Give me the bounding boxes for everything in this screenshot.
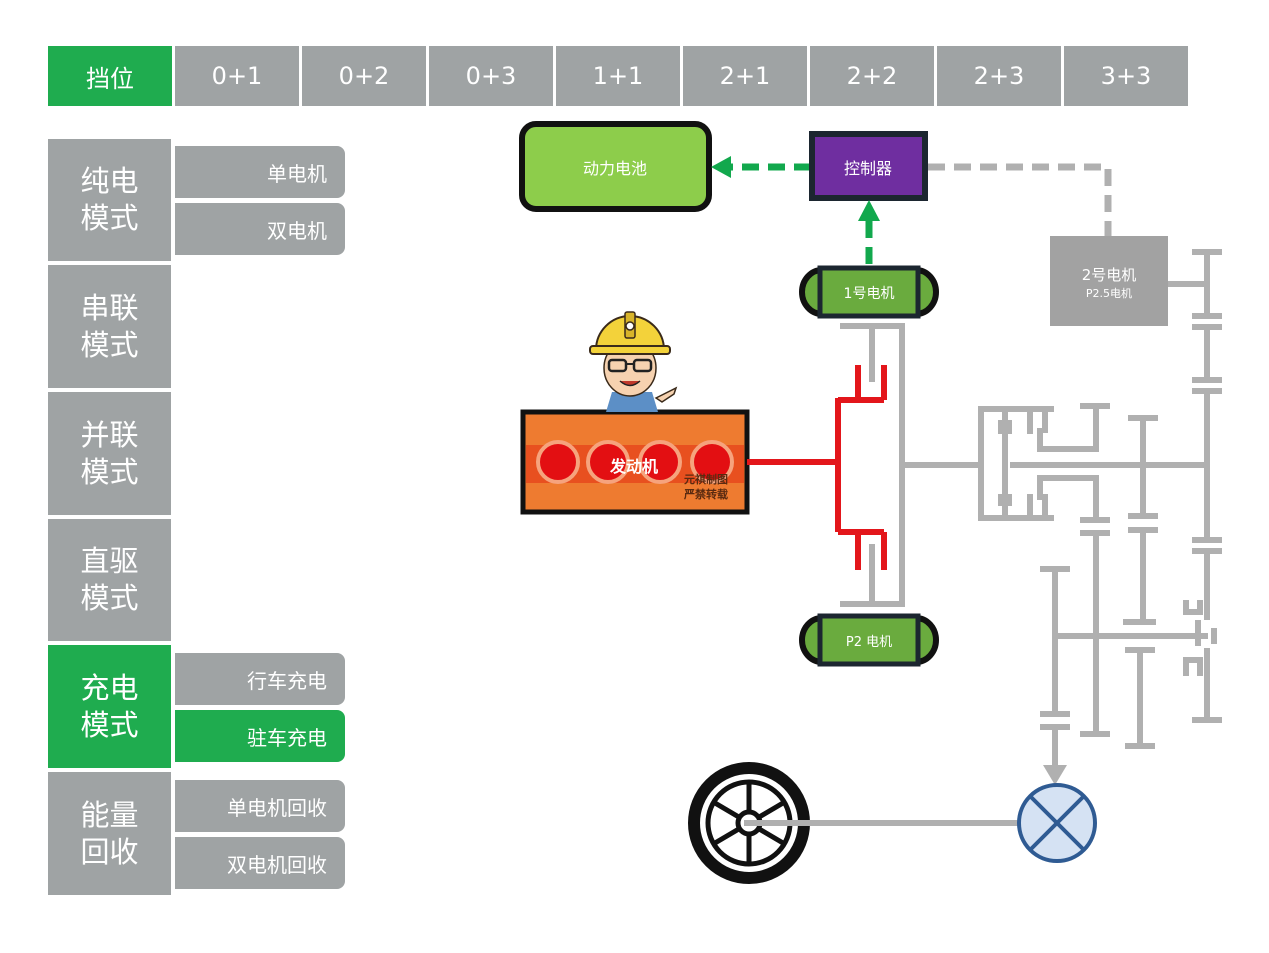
mode-charging-label: 充电模式 [80,670,139,742]
gear-selector-bar: 挡位 0+1 0+2 0+3 1+1 2+1 2+2 2+3 3+3 [48,46,1191,106]
motor1-block: 1号电机 [799,265,939,319]
mode-direct-drive[interactable]: 直驱模式 [48,519,171,641]
battery-label: 动力电池 [583,159,647,178]
output-arrow [1043,727,1067,785]
engine-label: 发动机 [609,457,658,476]
arrow-left-icon [711,156,731,178]
mode-ev[interactable]: 纯电模式 [48,139,171,261]
engine-block: 发动机 元祺制图 严禁转载 [520,409,750,515]
mode-direct-drive-label: 直驱模式 [80,544,139,615]
engine-power-path [747,365,887,570]
motor2-label: 2号电机 [1082,266,1137,284]
sub-single-motor[interactable]: 单电机 [175,146,345,198]
cylinder-4 [690,440,734,484]
sub-driving-charge[interactable]: 行车充电 [175,653,345,705]
arrow-down-icon [1043,765,1067,785]
controller-block: 控制器 [809,131,928,201]
gear-3-3[interactable]: 3+3 [1064,46,1188,106]
gear-0-3[interactable]: 0+3 [429,46,553,106]
energy-flow-to-battery [711,156,811,178]
sub-parking-charge[interactable]: 驻车充电 [175,710,345,762]
gear-2-3[interactable]: 2+3 [937,46,1061,106]
motor2-sublabel: P2.5电机 [1086,286,1132,300]
gear-1-1[interactable]: 1+1 [556,46,680,106]
differential-icon [1017,783,1097,863]
mode-ev-label: 纯电模式 [80,164,139,235]
controller-motor2-link [928,163,1112,236]
gear-0-2[interactable]: 0+2 [302,46,426,106]
battery-block: 动力电池 [519,121,712,212]
mode-parallel[interactable]: 并联模式 [48,392,171,515]
gearbox [978,249,1222,768]
mode-parallel-label: 并联模式 [80,417,139,489]
motor2-block: 2号电机 P2.5电机 [1050,236,1168,326]
gear-0-1[interactable]: 0+1 [175,46,299,106]
mode-series-label: 串联模式 [80,290,139,362]
clutch-drum [840,323,980,607]
gear-header: 挡位 [48,46,172,106]
wheel-icon [688,762,812,884]
watermark-line2: 严禁转载 [683,487,728,501]
mode-energy-recovery-label: 能量回收 [80,797,139,869]
mode-energy-recovery[interactable]: 能量回收 [48,772,171,895]
controller-label: 控制器 [844,159,892,178]
gear-2-1[interactable]: 2+1 [683,46,807,106]
cylinder-3 [638,440,682,484]
cylinder-2 [586,440,630,484]
energy-flow-to-controller [858,200,880,264]
sub-dual-motor-recovery[interactable]: 双电机回收 [175,837,345,889]
p2-motor-label: P2 电机 [846,635,892,650]
mode-charging[interactable]: 充电模式 [48,645,171,768]
engineer-mascot-icon [589,311,678,412]
arrow-up-icon [858,200,880,221]
sub-dual-motor[interactable]: 双电机 [175,203,345,255]
motor1-label: 1号电机 [844,286,895,302]
mode-series[interactable]: 串联模式 [48,265,171,388]
p2-motor-block: P2 电机 [799,613,939,667]
watermark-line1: 元祺制图 [684,472,728,486]
cylinder-1 [536,440,580,484]
gear-2-2[interactable]: 2+2 [810,46,934,106]
sub-single-motor-recovery[interactable]: 单电机回收 [175,780,345,832]
